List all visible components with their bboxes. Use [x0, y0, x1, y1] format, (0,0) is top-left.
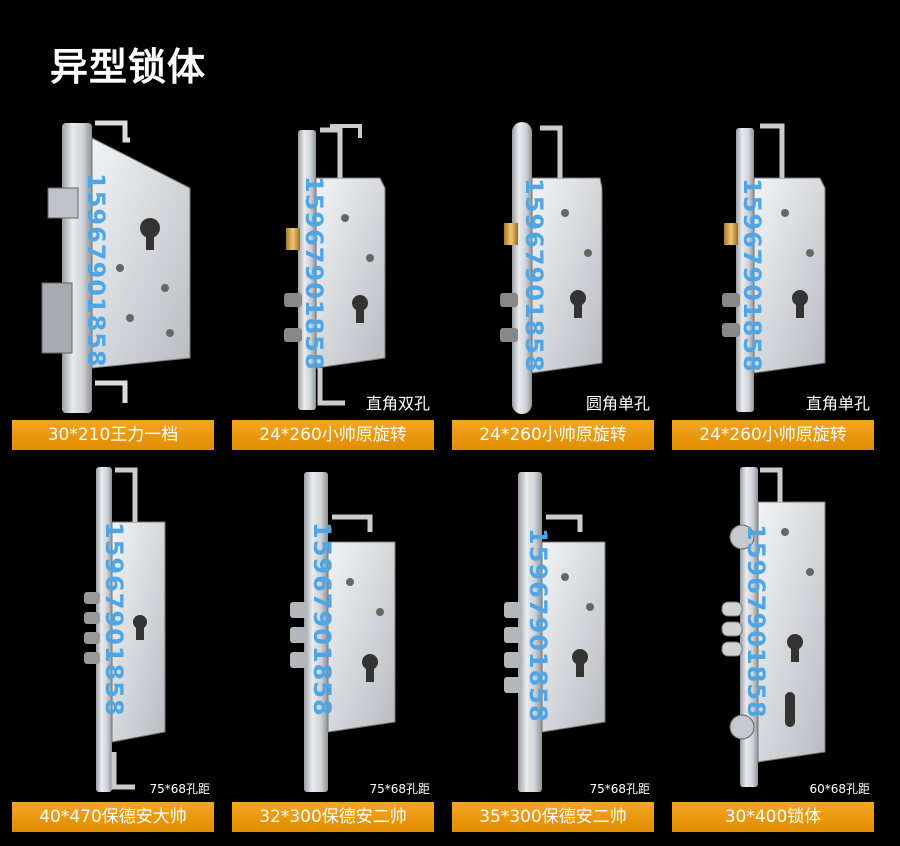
product-label: 32*300保德安二帅 [232, 802, 434, 832]
product-label: 35*300保德安二帅 [452, 802, 654, 832]
hole-spacing-note: 75*68孔距 [369, 782, 430, 796]
hole-spacing-note: 60*68孔距 [809, 782, 870, 796]
lock-variant-note: 直角双孔 [365, 394, 430, 413]
lock-variant-note: 圆角单孔 [585, 394, 650, 413]
lock-body-image [660, 462, 878, 802]
phone-watermark: 15967901858 [308, 522, 336, 717]
hole-spacing-note: 75*68孔距 [589, 782, 650, 796]
lock-body-image [0, 462, 218, 802]
product-card: 15967901858 直角单孔 24*260小帅原旋转 [660, 118, 878, 450]
product-card: 15967901858 直角双孔 24*260小帅原旋转 [220, 118, 438, 450]
product-card: 15967901858 75*68孔距 40*470保德安大帅 [0, 462, 218, 834]
phone-watermark: 15967901858 [738, 178, 766, 373]
product-label: 24*260小帅原旋转 [232, 420, 434, 450]
phone-watermark: 15967901858 [520, 178, 548, 373]
lock-variant-note: 直角单孔 [805, 394, 870, 413]
lock-body-image [0, 118, 218, 418]
lock-body-image [660, 118, 878, 418]
phone-watermark: 15967901858 [742, 524, 770, 719]
phone-watermark: 15967901858 [300, 176, 328, 371]
lock-body-image [220, 118, 438, 418]
product-card: 15967901858 75*68孔距 32*300保德安二帅 [220, 462, 438, 834]
page-title: 异型锁体 [50, 45, 207, 89]
lock-body-image [440, 462, 658, 802]
product-card: 15967901858 30*210王力一档 [0, 118, 218, 450]
phone-watermark: 15967901858 [100, 522, 128, 717]
product-card: 15967901858 60*68孔距 30*400锁体 [660, 462, 878, 834]
product-label: 24*260小帅原旋转 [452, 420, 654, 450]
lock-body-image [440, 118, 658, 418]
phone-watermark: 15967901858 [82, 173, 110, 368]
hole-spacing-note: 75*68孔距 [149, 782, 210, 796]
product-label: 30*400锁体 [672, 802, 874, 832]
phone-watermark: 15967901858 [524, 528, 552, 723]
product-label: 24*260小帅原旋转 [672, 420, 874, 450]
product-card: 15967901858 圆角单孔 24*260小帅原旋转 [440, 118, 658, 450]
lock-body-image [220, 462, 438, 802]
product-label: 30*210王力一档 [12, 420, 214, 450]
product-label: 40*470保德安大帅 [12, 802, 214, 832]
product-card: 15967901858 75*68孔距 35*300保德安二帅 [440, 462, 658, 834]
